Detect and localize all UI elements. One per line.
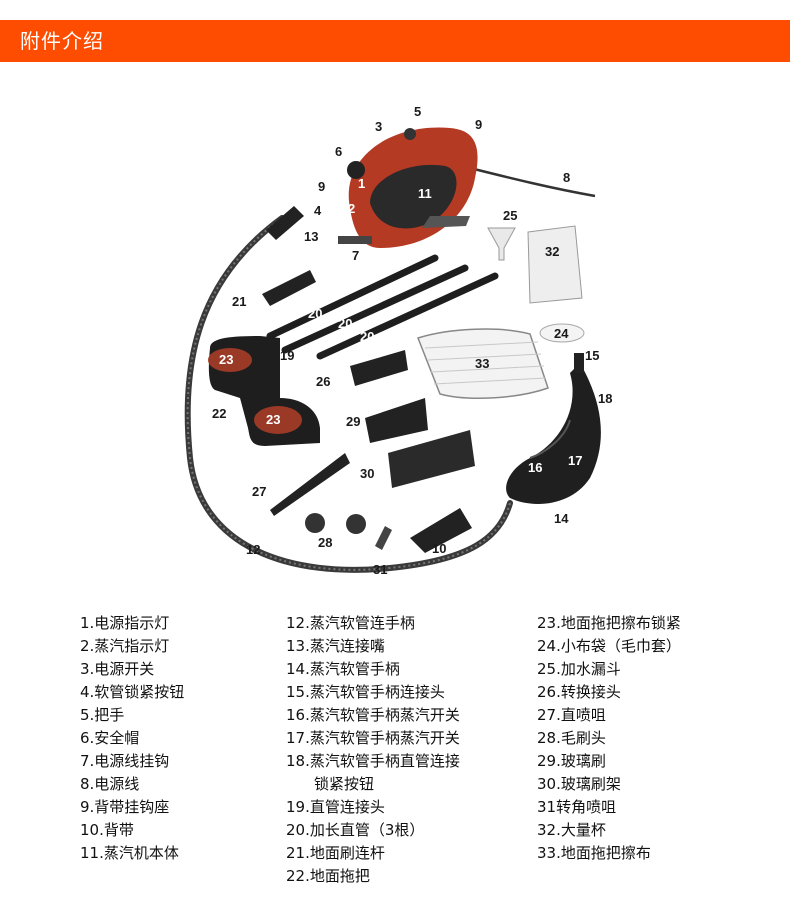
legend-item: 22.地面拖把 xyxy=(286,867,370,885)
legend-item-line-2: 锁紧按钮 xyxy=(314,775,375,793)
callout-7: 7 xyxy=(352,248,359,263)
adapter xyxy=(350,350,408,386)
legend-item: 26.转换接头 xyxy=(537,683,621,701)
callout-23-b: 23 xyxy=(266,412,280,427)
legend-item: 15.蒸汽软管手柄连接头 xyxy=(286,683,445,701)
legend-item: 21.地面刷连杆 xyxy=(286,844,385,862)
section-title: 附件介绍 xyxy=(20,29,104,53)
legend-item: 2.蒸汽指示灯 xyxy=(80,637,170,655)
callout-10: 10 xyxy=(432,541,446,556)
small-cloth-bag xyxy=(539,323,585,343)
callout-4: 4 xyxy=(314,203,322,218)
callout-11: 11 xyxy=(418,186,432,201)
legend-item: 11.蒸汽机本体 xyxy=(80,844,179,862)
legend-item: 14.蒸汽软管手柄 xyxy=(286,660,400,678)
legend-item: 16.蒸汽软管手柄蒸汽开关 xyxy=(286,706,460,724)
floor-brush-rod xyxy=(262,270,316,306)
legend-item: 25.加水漏斗 xyxy=(537,660,621,678)
extension-tubes xyxy=(266,254,499,360)
section-header-bar: 附件介绍 xyxy=(0,20,790,62)
legend-item: 13.蒸汽连接嘴 xyxy=(286,637,385,655)
steam-cleaner-body xyxy=(338,127,478,248)
steam-hose-handle xyxy=(506,353,601,504)
legend-item: 19.直管连接头 xyxy=(286,798,385,816)
legend-item: 27.直喷咀 xyxy=(537,706,606,724)
callout-5: 5 xyxy=(414,104,421,119)
callout-29: 29 xyxy=(346,414,360,429)
callout-33: 33 xyxy=(475,356,489,371)
parts-legend-column-1: 1.电源指示灯 2.蒸汽指示灯 3.电源开关 4.软管锁紧按钮 5.把手 6.安… xyxy=(80,612,184,865)
steam-hose xyxy=(184,215,513,573)
callout-8: 8 xyxy=(563,170,570,185)
callout-25: 25 xyxy=(503,208,517,223)
legend-item: 31转角喷咀 xyxy=(537,798,617,816)
callout-16: 16 xyxy=(528,460,542,475)
accessories-illustration: 5 3 9 6 8 9 1 2 11 4 13 7 25 32 21 20 20… xyxy=(184,104,612,577)
callout-6: 6 xyxy=(335,144,342,159)
callout-19: 19 xyxy=(280,348,294,363)
callout-9-left: 9 xyxy=(318,179,325,194)
floor-mop xyxy=(208,336,320,446)
callout-17: 17 xyxy=(568,453,582,468)
callout-3: 3 xyxy=(375,119,382,134)
callout-9-top: 9 xyxy=(475,117,482,132)
legend-item: 33.地面拖把擦布 xyxy=(537,844,651,862)
callout-23-a: 23 xyxy=(219,352,233,367)
mop-cloth xyxy=(417,328,549,400)
legend-item: 29.玻璃刷 xyxy=(537,752,606,770)
legend-item: 23.地面拖把擦布锁紧 xyxy=(537,614,681,632)
parts-legend-column-3: 23.地面拖把擦布锁紧 24.小布袋（毛巾套） 25.加水漏斗 26.转换接头 … xyxy=(537,612,681,865)
callout-26: 26 xyxy=(316,374,330,389)
power-cord xyxy=(469,166,596,198)
callout-28: 28 xyxy=(318,535,332,550)
callout-30: 30 xyxy=(360,466,374,481)
callout-22: 22 xyxy=(212,406,226,421)
steam-connector xyxy=(266,206,304,240)
legend-item: 6.安全帽 xyxy=(80,729,140,747)
legend-item: 20.加长直管（3根） xyxy=(286,821,425,839)
corner-nozzle xyxy=(375,526,392,550)
callout-20-c: 20 xyxy=(360,329,374,344)
measuring-cup xyxy=(527,225,583,304)
legend-item: 28.毛刷头 xyxy=(537,729,606,747)
bristle-brush xyxy=(305,513,325,533)
legend-item: 12.蒸汽软管连手柄 xyxy=(286,614,415,632)
callout-24: 24 xyxy=(554,326,569,341)
legend-item: 4.软管锁紧按钮 xyxy=(80,683,185,701)
callout-15: 15 xyxy=(585,348,599,363)
legend-item: 3.电源开关 xyxy=(80,660,155,678)
legend-item: 8.电源线 xyxy=(80,775,140,793)
straight-nozzle xyxy=(270,453,350,516)
legend-item: 24.小布袋（毛巾套） xyxy=(537,637,681,655)
callout-12: 12 xyxy=(246,542,260,557)
legend-item: 32.大量杯 xyxy=(537,821,606,839)
callout-31: 31 xyxy=(373,562,387,577)
legend-item: 5.把手 xyxy=(80,706,125,724)
callout-18: 18 xyxy=(598,391,612,406)
shoulder-strap xyxy=(410,508,472,553)
legend-item: 7.电源线挂钩 xyxy=(80,752,170,770)
callout-2: 2 xyxy=(348,201,355,216)
callout-21: 21 xyxy=(232,294,246,309)
callout-13: 13 xyxy=(304,229,318,244)
water-funnel xyxy=(487,227,516,261)
glass-brush xyxy=(365,398,428,443)
callout-20-b: 20 xyxy=(338,316,352,331)
legend-item: 17.蒸汽软管手柄蒸汽开关 xyxy=(286,729,460,747)
callout-32: 32 xyxy=(545,244,559,259)
legend-item: 30.玻璃刷架 xyxy=(537,775,621,793)
glass-brush-frame xyxy=(388,430,475,488)
legend-item: 9.背带挂钩座 xyxy=(80,798,170,816)
legend-item-wrapped: 18.蒸汽软管手柄直管连接 锁紧按钮 xyxy=(286,750,460,796)
callout-14: 14 xyxy=(554,511,569,526)
legend-item: 10.背带 xyxy=(80,821,134,839)
legend-item-line-1: 18.蒸汽软管手柄直管连接 xyxy=(286,752,460,770)
legend-item: 1.电源指示灯 xyxy=(80,614,170,632)
callout-27: 27 xyxy=(252,484,266,499)
callout-1: 1 xyxy=(358,176,365,191)
parts-legend-column-2: 12.蒸汽软管连手柄 13.蒸汽连接嘴 14.蒸汽软管手柄 15.蒸汽软管手柄连… xyxy=(286,612,460,888)
callout-20-a: 20 xyxy=(308,306,322,321)
